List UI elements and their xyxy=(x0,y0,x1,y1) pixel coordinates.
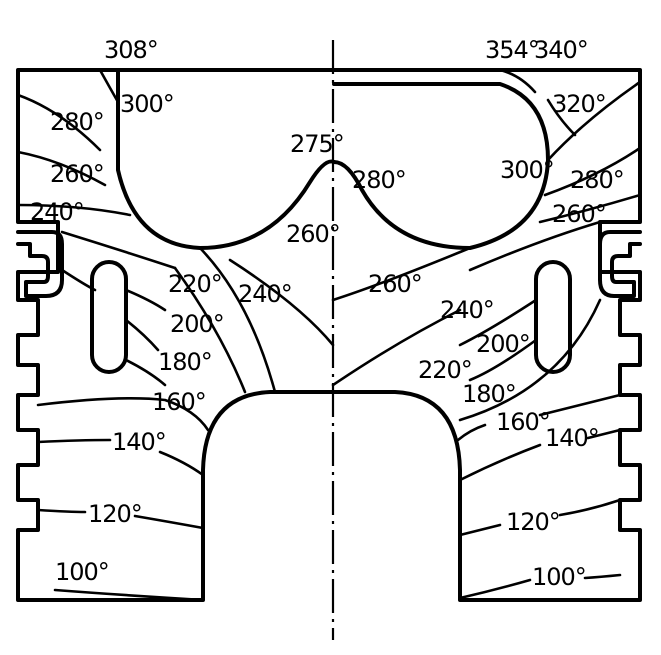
label-260-left: 260° xyxy=(50,160,104,188)
isotherm-160-right-b xyxy=(456,423,487,442)
isotherm-220-left-b xyxy=(124,288,167,312)
label-354: 354° xyxy=(485,36,539,64)
label-240-center-right: 240° xyxy=(440,296,494,324)
isotherm-180-left xyxy=(124,358,167,387)
label-280-right: 280° xyxy=(570,166,624,194)
label-220-right: 220° xyxy=(418,356,472,384)
label-180-left: 180° xyxy=(158,348,212,376)
isotherm-200-right xyxy=(468,338,538,382)
label-100-right: 100° xyxy=(532,563,586,591)
isotherm-140-left-b xyxy=(158,450,205,477)
label-240-left: 240° xyxy=(30,198,84,226)
label-180-right: 180° xyxy=(462,380,516,408)
isotherm-200-left xyxy=(124,318,160,352)
isotherm-300-right xyxy=(546,98,577,137)
isotherm-140-right-b xyxy=(458,443,542,482)
isotherm-120-right xyxy=(558,498,622,517)
label-140-left: 140° xyxy=(112,428,166,456)
label-200-right: 200° xyxy=(476,330,530,358)
left-ring-groove xyxy=(16,230,64,298)
isotherm-240-left xyxy=(60,230,177,270)
label-260-center-right: 260° xyxy=(368,270,422,298)
isotherm-100-left xyxy=(53,588,205,602)
isotherm-center-left-c xyxy=(228,258,335,347)
isotherm-140-right xyxy=(586,428,622,440)
label-100-left: 100° xyxy=(55,558,109,586)
label-300-left: 300° xyxy=(120,90,174,118)
label-320: 320° xyxy=(552,90,606,118)
label-160-left: 160° xyxy=(152,388,206,416)
isotherm-160-left xyxy=(36,397,210,432)
isotherm-240-right xyxy=(468,220,602,272)
isotherm-240-center-right xyxy=(331,308,462,387)
label-300-right: 300° xyxy=(500,156,554,184)
isotherm-340 xyxy=(498,68,537,94)
isotherm-280-left xyxy=(16,150,107,187)
isotherm-300-left xyxy=(16,93,102,152)
isotherm-100-right-b xyxy=(458,578,532,600)
label-280-left: 280° xyxy=(50,108,104,136)
right-oil-slot xyxy=(534,260,572,374)
label-340: 340° xyxy=(534,36,588,64)
isotherm-120-right-b xyxy=(458,523,502,537)
label-260-right: 260° xyxy=(552,200,606,228)
label-280-center: 280° xyxy=(352,166,406,194)
label-200-left: 200° xyxy=(170,310,224,338)
label-275: 275° xyxy=(290,130,344,158)
bowl-right xyxy=(332,82,550,250)
label-220-left: 220° xyxy=(168,270,222,298)
isotherm-320 xyxy=(546,80,642,162)
isotherm-180-right xyxy=(458,298,602,422)
isotherm-260-center xyxy=(331,246,472,302)
isotherm-280-right xyxy=(543,146,642,197)
label-120-right: 120° xyxy=(506,508,560,536)
piston-outline xyxy=(16,68,642,602)
label-308: 308° xyxy=(104,36,158,64)
isotherm-100-right xyxy=(583,573,622,580)
isotherm-160-right xyxy=(538,393,622,417)
isotherm-120-left xyxy=(36,508,87,514)
label-260-center: 260° xyxy=(286,220,340,248)
isotherm-center-left-b xyxy=(173,266,247,394)
label-160-right: 160° xyxy=(496,408,550,436)
isotherm-308 xyxy=(98,68,120,104)
right-ring-groove xyxy=(598,230,642,298)
isotherm-center-left-a xyxy=(198,246,277,394)
label-140-right: 140° xyxy=(545,424,599,452)
bowl-left xyxy=(116,68,336,250)
left-oil-slot xyxy=(90,260,128,374)
isotherm-120-left-b xyxy=(133,514,205,530)
label-240-center-left: 240° xyxy=(238,280,292,308)
isotherm-260-left xyxy=(16,203,132,217)
label-120-left: 120° xyxy=(88,500,142,528)
isotherm-140-left xyxy=(36,438,112,444)
isotherm-220-right xyxy=(458,298,538,347)
isotherm-260-right xyxy=(538,193,642,224)
isotherm-220-left xyxy=(60,268,97,292)
